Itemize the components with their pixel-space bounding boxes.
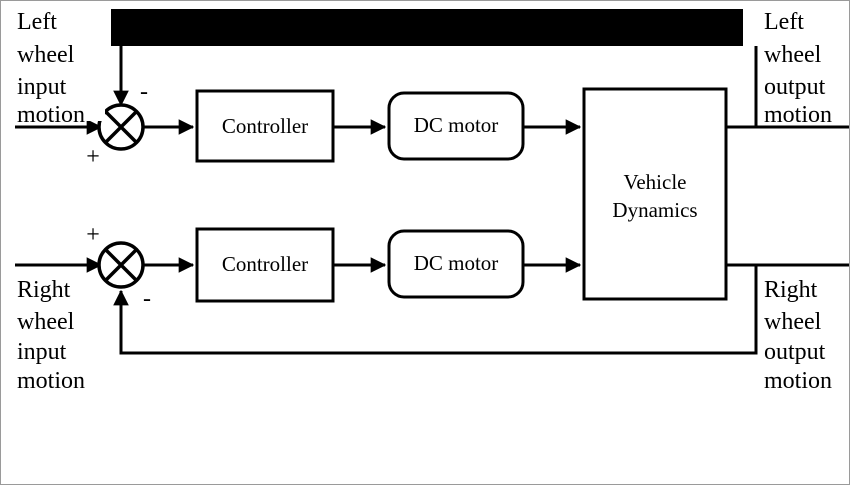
left-input-label-line1: Left	[17, 9, 57, 35]
controller-bottom-block[interactable]	[195, 227, 335, 303]
left-output-label-line1: Left	[764, 9, 804, 35]
left-output-label: Left wheel output motion	[764, 9, 832, 128]
sum-bottom[interactable]	[97, 241, 145, 289]
left-output-label-line4: motion	[764, 102, 832, 128]
vehicle-dynamics-label-line1: Vehicle	[624, 170, 687, 194]
left-input-label-line2: wheel	[17, 42, 75, 68]
dcmotor-bottom-label: DC motor	[414, 251, 499, 275]
right-output-label-line4: motion	[764, 368, 832, 394]
left-input-label-line4: motion	[17, 102, 85, 128]
left-output-label-line3: output	[764, 74, 826, 100]
left-input-label: Left wheel input motion	[17, 9, 85, 128]
left-input-label-line3: input	[17, 74, 67, 100]
sum-bottom-minus-sign: -	[143, 286, 151, 312]
right-output-label: Right wheel output motion	[764, 277, 832, 394]
dcmotor-top-label: DC motor	[414, 113, 499, 137]
sum-top-plus-sign: +	[86, 144, 100, 170]
right-input-label-line1: Right	[17, 277, 71, 303]
vehicle-dynamics-label-line2: Dynamics	[612, 198, 697, 222]
right-output-label-line3: output	[764, 339, 826, 365]
controller-top-label: Controller	[222, 114, 308, 138]
sum-bottom-plus-sign: +	[86, 222, 100, 248]
vehicle-dynamics-block[interactable]	[582, 87, 728, 301]
controller-bottom-label: Controller	[222, 252, 308, 276]
bottom-feedback-wire	[113, 265, 758, 355]
top-feedback-wire	[111, 9, 743, 46]
right-output-label-line2: wheel	[764, 309, 822, 335]
left-output-label-bg	[760, 5, 849, 121]
sum-top-minus-sign: -	[140, 79, 148, 105]
left-output-label-line2: wheel	[764, 42, 822, 68]
left-input-label-bg	[9, 5, 105, 121]
right-input-label-line4: motion	[17, 368, 85, 394]
right-input-label-line3: input	[17, 339, 67, 365]
right-output-label-line1: Right	[764, 277, 818, 303]
sum-top[interactable]	[97, 103, 145, 151]
right-input-label: Right wheel input motion	[17, 277, 85, 394]
right-input-label-line2: wheel	[17, 309, 75, 335]
